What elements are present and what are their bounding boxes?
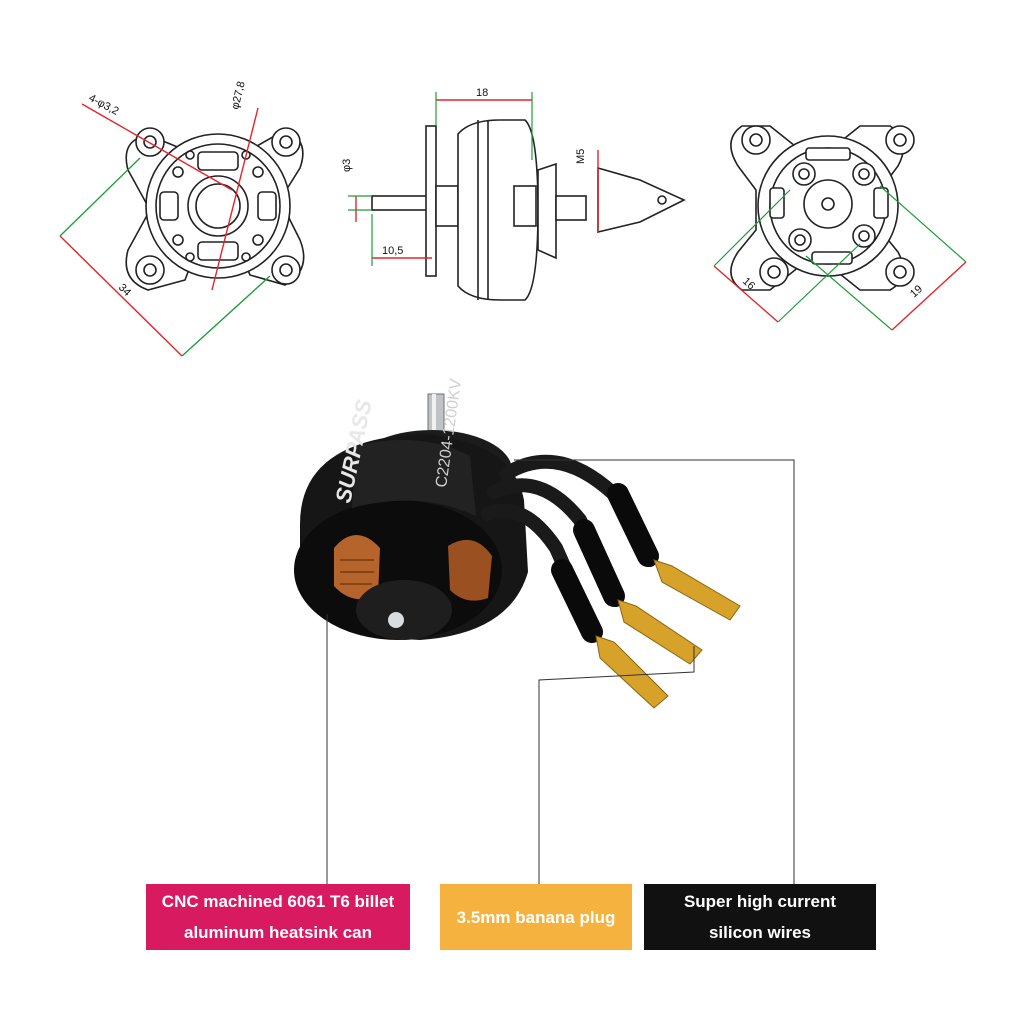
callout-banana-line1: 3.5mm banana plug <box>456 907 616 927</box>
front-view <box>125 127 305 291</box>
callout-wires-line2: silicon wires <box>708 923 812 942</box>
dim-right-label: 19 <box>908 283 925 300</box>
callout-heatsink-line2: aluminum heatsink can <box>184 923 372 942</box>
callout-heatsink-can: CNC machined 6061 T6 billet aluminum hea… <box>146 884 410 950</box>
banana-plugs <box>595 559 741 709</box>
dim-diameter-label: φ27,8 <box>229 80 248 111</box>
callout-leaders <box>326 459 795 884</box>
callout-silicon-wires: Super high current silicon wires <box>644 884 876 950</box>
back-view <box>730 125 915 291</box>
motor-illustration <box>294 393 528 640</box>
dim-shaft-dia-label: φ3 <box>341 159 353 172</box>
dim-span-label: 34 <box>116 282 133 299</box>
callout-heatsink-line1: CNC machined 6061 T6 billet <box>161 892 395 911</box>
callout-wires-line1: Super high current <box>683 892 837 911</box>
dim-thread-label: M5 <box>575 149 587 164</box>
dim-holes-label: 4-φ3,2 <box>87 92 121 118</box>
wires <box>481 454 659 643</box>
side-view <box>371 119 686 301</box>
dim-line-holes <box>81 103 233 191</box>
dim-length-label: 18 <box>476 87 488 99</box>
dim-line-span <box>59 235 183 357</box>
callout-banana-plug: 3.5mm banana plug <box>440 884 632 950</box>
dim-shaft-len-label: 10,5 <box>382 245 403 257</box>
dim-line-diameter <box>211 107 259 291</box>
